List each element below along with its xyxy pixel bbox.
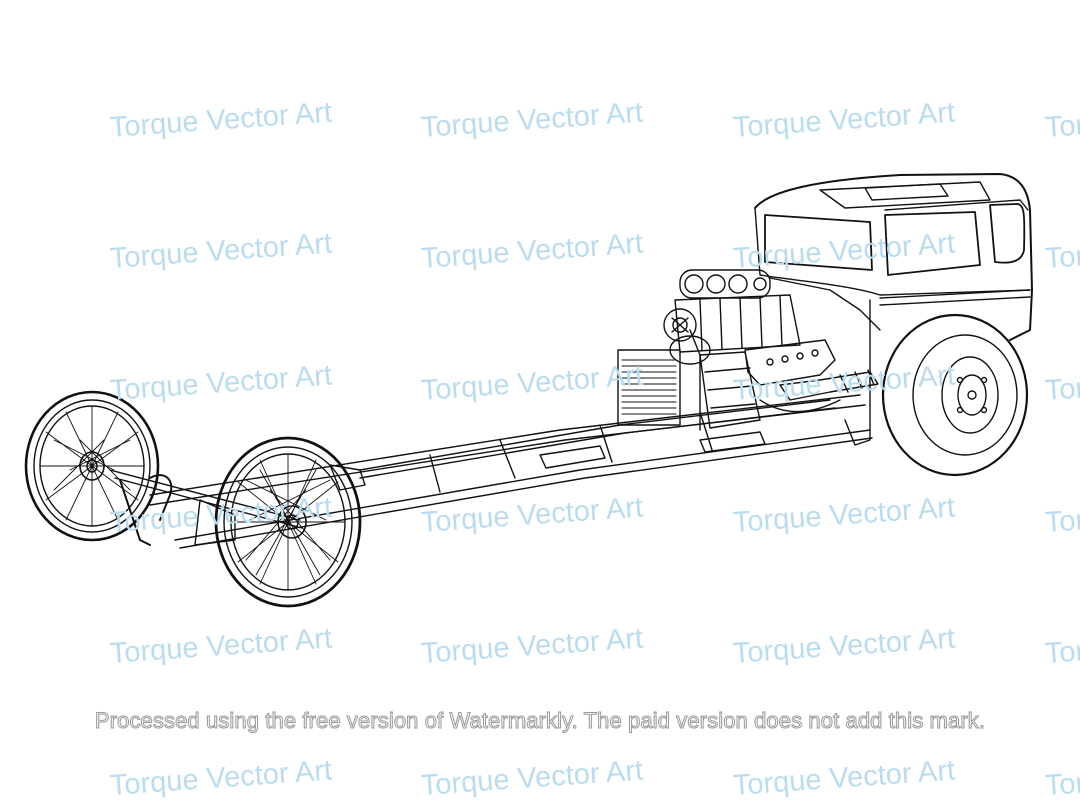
- dragster-illustration: [0, 0, 1080, 763]
- watermark-footer-notice: Processed using the free version of Wate…: [94, 708, 986, 734]
- cab-body: [755, 174, 1032, 445]
- rear-tire: [883, 315, 1027, 475]
- front-wheel-far: [26, 392, 158, 540]
- engine: [618, 270, 878, 430]
- front-wheel-near: [195, 438, 360, 606]
